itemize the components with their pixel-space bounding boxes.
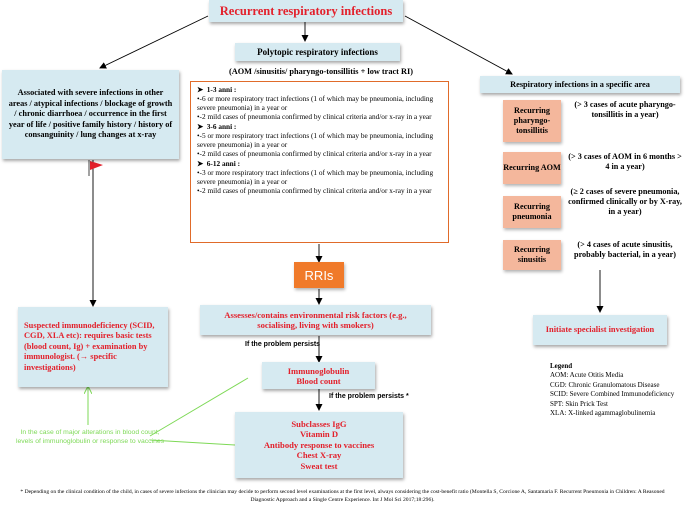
age-label: 1-3 anni : <box>206 85 237 94</box>
main-title-text: Recurrent respiratory infections <box>219 3 393 18</box>
legend-item: SCID: Severe Combined Immunodeficiency <box>550 390 675 399</box>
criteria-line: •-6 or more respiratory tract infections… <box>197 94 434 112</box>
rris-box: RRIs <box>294 262 344 288</box>
legend-item: CGD: Chronic Granulomatous Disease <box>550 380 660 389</box>
persist-label-2: If the problem persists * <box>329 393 409 400</box>
legend-title: Legend <box>550 362 573 370</box>
polytopic-title-text: Polytopic respiratory infections <box>257 47 378 57</box>
green-line-from-immunoglobulin <box>149 377 249 437</box>
second-level-tests-box: Subclasses IgG Vitamin D Antibody respon… <box>235 412 403 478</box>
polytopic-subtitle: (AOM /sinusitis/ pharyngo-tonsillitis + … <box>186 65 456 77</box>
green-note: In the case of major alterations in bloo… <box>15 429 165 445</box>
test-item: Vitamin D <box>299 429 339 440</box>
polytopic-title: Polytopic respiratory infections <box>235 43 400 61</box>
test-item: Antibody response to vaccines <box>263 439 375 450</box>
immunodeficiency-box: Suspected immunodeficiency (SCID, CGD, X… <box>18 307 168 387</box>
legend-item: AOM: Acute Otitis Media <box>550 371 624 380</box>
specialist-investigation-box: Initiate specialist investigation <box>533 315 667 345</box>
recurring-label: Recurring sinusitis <box>514 245 550 264</box>
recurring-sinusitis-desc: (> 4 cases of acute sinusitis, probably … <box>574 240 676 259</box>
criteria-line: •-2 mild cases of pneumonia confirmed by… <box>197 186 432 195</box>
environmental-factors-box: Assesses/contains environmental risk fac… <box>200 305 431 335</box>
severe-associations-box: Associated with severe infections in oth… <box>2 70 179 159</box>
recurring-label: Recurring pneumonia <box>512 202 552 221</box>
age-label: 6-12 anni : <box>206 159 241 168</box>
arrow-title-to-specific <box>404 15 513 75</box>
recurring-pneumonia-desc: (≥ 2 cases of severe pneumonia, confirme… <box>568 187 682 216</box>
legend-item: SPT: Skin Prick Test <box>550 399 608 408</box>
main-title: Recurrent respiratory infections <box>209 0 403 22</box>
test-item: Subclasses IgG <box>291 418 347 429</box>
severe-associations-text: Associated with severe infections in oth… <box>8 88 173 140</box>
green-line-from-tests <box>149 439 236 446</box>
criteria-line: •-2 mild cases of pneumonia confirmed by… <box>197 112 432 121</box>
rris-label: RRIs <box>304 267 334 283</box>
recurring-pneumonia-box: Recurring pneumonia <box>503 196 561 228</box>
recurring-sinusitis-box: Recurring sinusitis <box>503 240 561 270</box>
age-label: 3-6 anni : <box>206 122 237 131</box>
footnote: * Depending on the clinical condition of… <box>20 489 665 503</box>
environmental-factors-text: Assesses/contains environmental risk fac… <box>224 309 407 331</box>
immunodeficiency-text: Suspected immunodeficiency (SCID, CGD, X… <box>24 320 155 372</box>
immunoglobulin-blood-count-box: Immunoglobulin Blood count <box>262 362 375 389</box>
persist-label-1: If the problem persists <box>245 341 321 348</box>
polytopic-subtitle-text: (AOM /sinusitis/ pharyngo-tonsillitis + … <box>228 66 414 76</box>
specific-area-title: Respiratory infections in a specific are… <box>480 76 680 93</box>
legend-item: XLA: X-linked agammaglobulinemia <box>550 409 656 418</box>
test-item: Sweat test <box>300 460 338 471</box>
recurring-aom-desc: (> 3 cases of AOM in 6 months > 4 in a y… <box>568 152 682 171</box>
recurring-label: Recurring pharyngo-tonsillitis <box>513 106 551 135</box>
criteria-line: •-5 or more respiratory tract infections… <box>197 131 434 149</box>
arrow-title-to-severe <box>99 15 209 69</box>
criteria-line: •-2 mild cases of pneumonia confirmed by… <box>197 149 432 158</box>
polytopic-criteria-box: ➤ 1-3 anni : •-6 or more respiratory tra… <box>190 81 449 243</box>
specific-area-title-text: Respiratory infections in a specific are… <box>510 80 650 89</box>
age-group-2: ➤ 3-6 anni : •-5 or more respiratory tra… <box>197 122 442 158</box>
legend: Legend AOM: Acute Otitis Media CGD: Chro… <box>550 362 685 418</box>
age-group-3: ➤ 6-12 anni : •-3 or more respiratory tr… <box>197 159 442 195</box>
age-group-1: ➤ 1-3 anni : •-6 or more respiratory tra… <box>197 85 442 121</box>
specialist-investigation-text: Initiate specialist investigation <box>545 325 655 334</box>
immunoglobulin-text: Immunoglobulin <box>287 365 350 376</box>
recurring-aom-box: Recurring AOM <box>503 152 561 184</box>
test-item: Chest X-ray <box>296 450 342 461</box>
recurring-pharyngo-tonsillitis-box: Recurring pharyngo-tonsillitis <box>503 100 561 142</box>
criteria-line: •-3 or more respiratory tract infections… <box>197 168 434 186</box>
red-flag-icon <box>88 160 103 176</box>
recurring-pharyngo-tonsillitis-desc: (> 3 cases of acute pharyngo-tonsillitis… <box>574 100 676 119</box>
recurring-label: Recurring AOM <box>503 163 561 172</box>
blood-count-text: Blood count <box>296 375 341 386</box>
